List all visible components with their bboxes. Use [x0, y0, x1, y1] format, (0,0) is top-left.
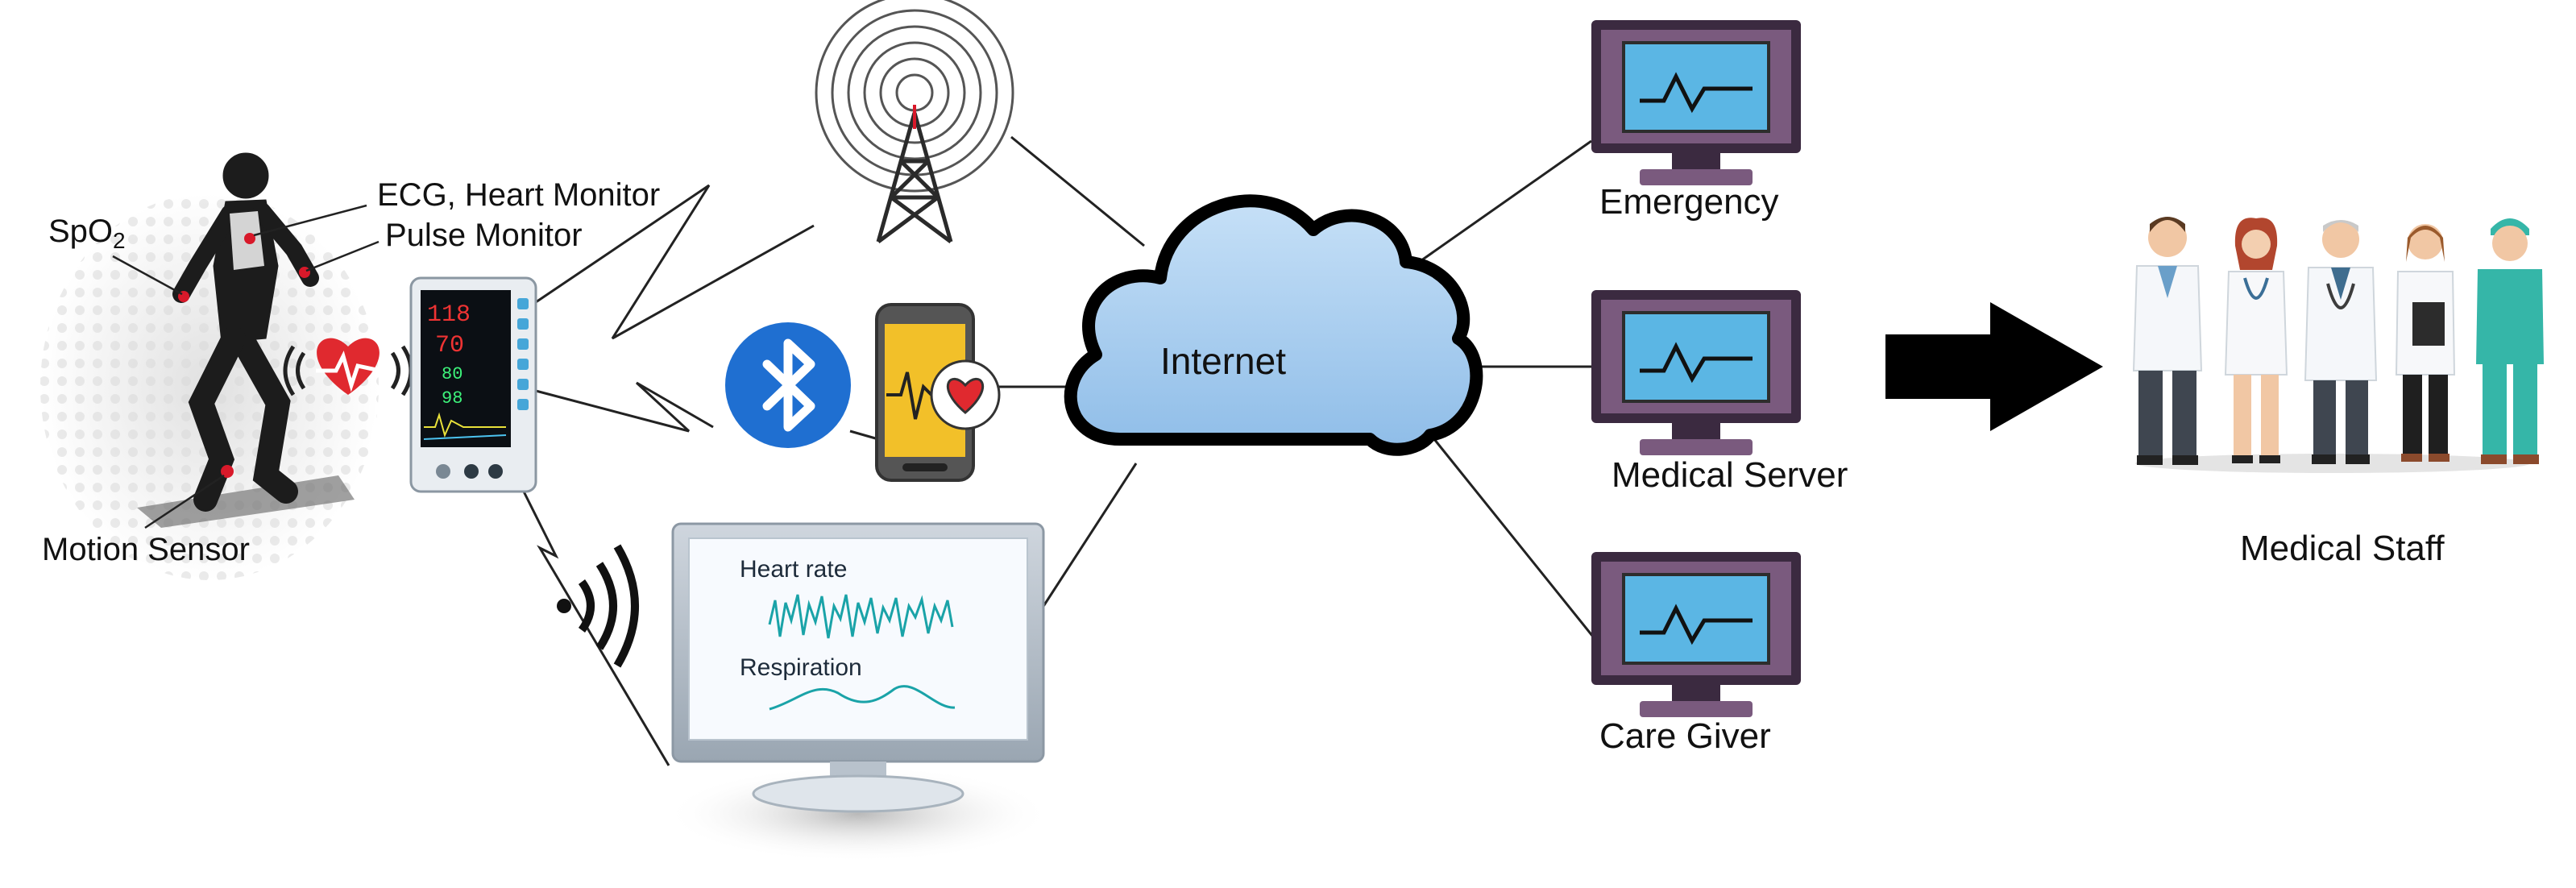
- pulse-label: Pulse Monitor: [385, 218, 583, 253]
- svg-text:80: 80: [442, 364, 463, 384]
- spo2-label: SpO2: [48, 214, 126, 253]
- link-cloud-caregiver: [1433, 438, 1601, 645]
- motion-sensor-dot: [221, 465, 234, 478]
- link-bluetooth-phone: [849, 429, 879, 441]
- internet-label: Internet: [1160, 340, 1286, 382]
- sensor-labels: SpO2 ECG, Heart Monitor Pulse Monitor Mo…: [42, 177, 660, 567]
- svg-text:118: 118: [427, 301, 471, 329]
- vitals-monitor-device: 118 70 80 98: [409, 276, 537, 493]
- svg-text:98: 98: [442, 388, 463, 409]
- wireless-signal-icon: [557, 544, 639, 668]
- ecg-sensor-dot: [244, 233, 255, 244]
- link-device-monitor: [522, 491, 670, 766]
- terminal-emergency: [1591, 20, 1801, 185]
- runner-illustration: [40, 152, 379, 580]
- staff-doctor-1: [2132, 217, 2203, 465]
- medical-staff-group: [2132, 217, 2544, 473]
- ecg-label: ECG, Heart Monitor: [377, 177, 660, 213]
- terminal-care-giver: [1591, 552, 1801, 717]
- internet-cloud: Internet: [1064, 194, 1483, 456]
- respiration-label: Respiration: [740, 654, 862, 681]
- motion-sensor-label: Motion Sensor: [42, 532, 250, 567]
- terminal-medical-server: [1591, 290, 1801, 455]
- heart-rate-label: Heart rate: [740, 556, 847, 583]
- medical-staff-label: Medical Staff: [2240, 529, 2445, 568]
- pulse-sensor-dot: [299, 267, 310, 278]
- staff-doctor-2: [2224, 218, 2288, 463]
- svg-text:70: 70: [435, 332, 464, 359]
- link-monitor-cloud: [1038, 463, 1138, 613]
- heart-rate-waveform: [768, 594, 954, 639]
- emergency-label: Emergency: [1599, 182, 1779, 222]
- patient-display-monitor: Heart rate Respiration: [665, 522, 1052, 862]
- link-tower-cloud: [1010, 135, 1145, 247]
- arrow-right-icon: [1885, 302, 2103, 431]
- staff-surgeon: [2476, 218, 2544, 464]
- link-device-tower: [535, 184, 815, 340]
- staff-nurse: [2395, 224, 2456, 462]
- care-giver-label: Care Giver: [1599, 716, 1771, 756]
- respiration-waveform: [769, 685, 956, 711]
- sensor-leader-lines: [112, 204, 380, 529]
- link-cloud-emergency: [1401, 139, 1592, 276]
- medical-server-label: Medical Server: [1612, 455, 1848, 495]
- bluetooth-icon: [725, 322, 851, 448]
- link-device-bluetooth: [535, 381, 714, 433]
- smartphone-heart-icon: [875, 303, 1001, 482]
- staff-doctor-3: [2304, 220, 2378, 464]
- radio-tower-icon: [815, 0, 1014, 244]
- connection-lines: [522, 135, 1601, 766]
